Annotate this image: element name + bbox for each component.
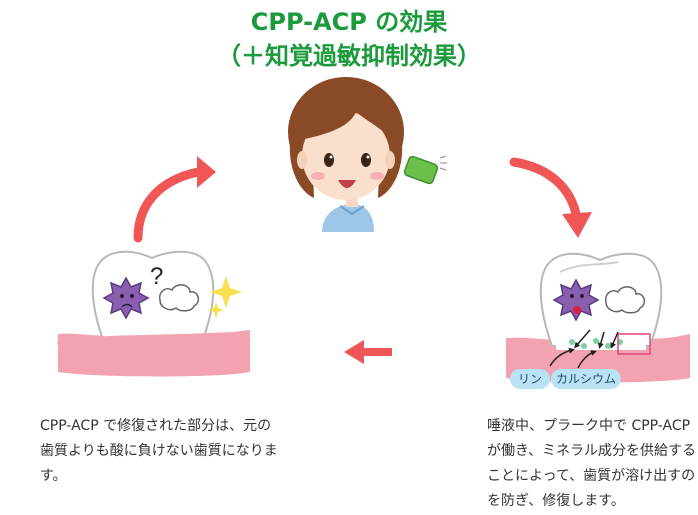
description-right: 唾液中、プラーク中で CPP-ACP が働き、ミネラル成分を供給することによって… xyxy=(487,418,697,509)
title-line-2: （＋知覚過敏抑制効果） xyxy=(217,42,481,70)
puff-cloud-icon xyxy=(158,284,200,312)
remineralizing-tooth-illustration xyxy=(506,252,690,383)
calcium-label: カルシウム xyxy=(551,369,621,389)
puff-cloud-icon xyxy=(604,286,646,314)
description-left: CPP-ACP で修復された部分は、元の歯質よりも酸に負けない歯質になります。 xyxy=(40,418,278,484)
woman-chewing-gum-illustration xyxy=(288,77,404,232)
arrow-to-right-tooth xyxy=(509,157,592,238)
mineral-arrows xyxy=(549,329,619,369)
bacteria-icon xyxy=(102,276,150,320)
bacteria-icon xyxy=(552,278,600,322)
sparkle-icon xyxy=(208,276,242,318)
title-line-1: CPP-ACP の効果 xyxy=(250,8,448,36)
phosphorus-label: リン xyxy=(510,369,550,389)
chewing-gum-icon xyxy=(403,155,447,185)
arrow-to-woman xyxy=(133,156,216,243)
arrow-to-left-tooth xyxy=(344,340,392,364)
repaired-tooth-illustration xyxy=(57,250,251,377)
question-mark: ? xyxy=(150,263,163,290)
